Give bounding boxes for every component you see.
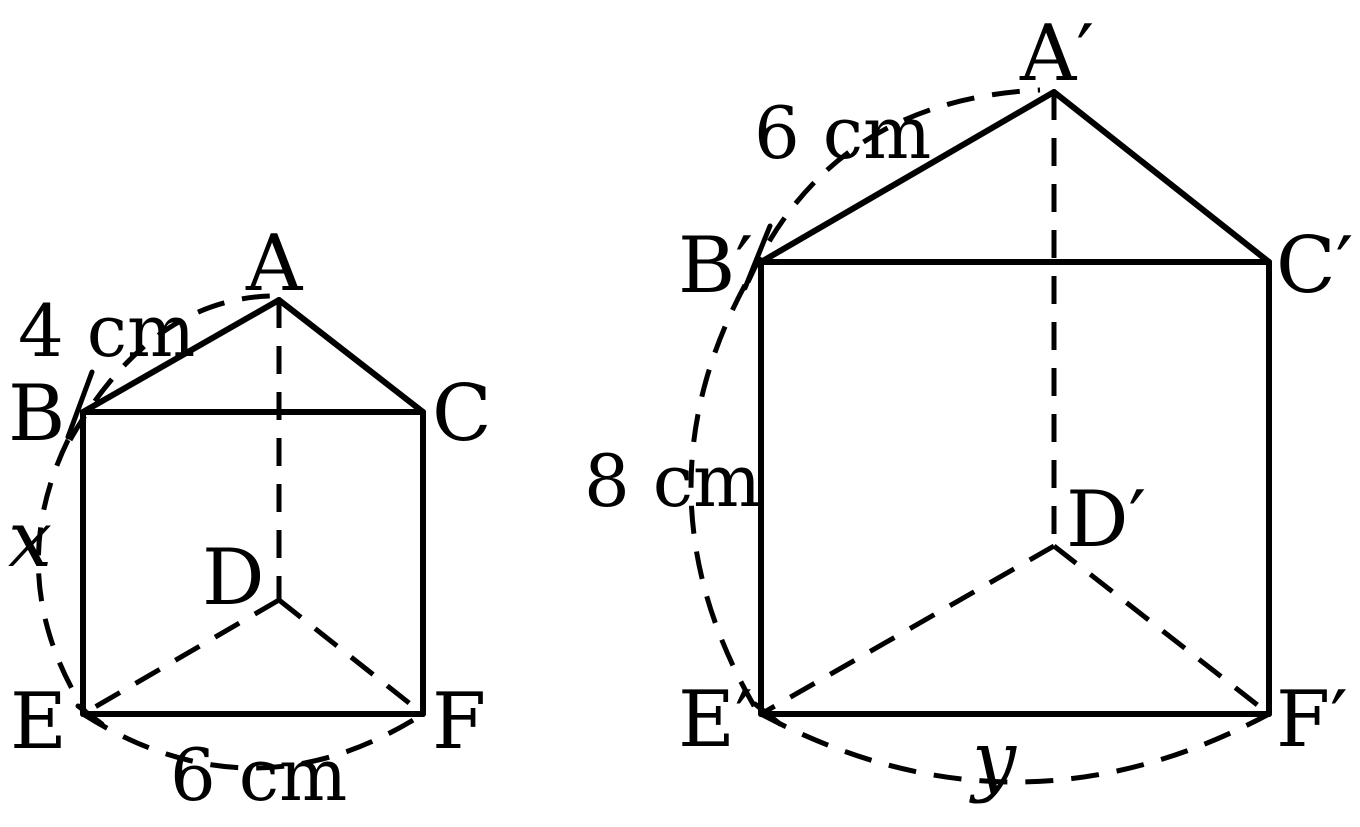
left-tick-b xyxy=(65,369,95,440)
right-prism: A′ B′ C′ D′ E′ F′ 6 cm 8 cm y xyxy=(584,9,1353,805)
right-vertex-a-label: A′ xyxy=(1019,9,1094,99)
left-vertex-b-label: B xyxy=(8,369,65,459)
left-measure-be-label: x xyxy=(8,495,52,585)
right-arc-be xyxy=(688,283,763,718)
left-vertex-e-label: E xyxy=(10,677,67,767)
left-arc-be xyxy=(35,438,91,718)
right-hidden-edge-df xyxy=(1052,544,1271,716)
right-edge-ac xyxy=(1051,89,1272,265)
right-tick-b xyxy=(742,223,773,291)
right-vertex-b-label: B′ xyxy=(678,221,753,311)
right-vertex-d-label: D′ xyxy=(1066,475,1146,565)
left-edge-ac xyxy=(276,297,426,415)
left-measure-ef-label: 6 cm xyxy=(170,733,347,817)
right-vertex-f-label: F′ xyxy=(1276,675,1348,765)
left-vertex-d-label: D xyxy=(202,533,265,623)
left-edge-ab xyxy=(80,297,282,415)
right-vertex-c-label: C′ xyxy=(1276,221,1353,311)
left-hidden-edge-df xyxy=(277,598,425,716)
right-measure-be-label: 8 cm xyxy=(584,439,761,523)
left-vertex-a-label: A xyxy=(245,219,304,309)
left-hidden-edge-de xyxy=(81,597,281,717)
left-arc-ab xyxy=(67,293,271,442)
left-arc-ef xyxy=(81,711,425,771)
left-tick-e xyxy=(75,703,105,727)
right-tick-e xyxy=(752,701,783,727)
right-hidden-edge-de xyxy=(759,543,1056,717)
right-measure-ab-label: 6 cm xyxy=(754,91,931,175)
left-prism: A B C D E F 4 cm 6 cm x xyxy=(8,219,492,817)
right-edge-ab xyxy=(758,89,1057,265)
right-vertex-e-label: E′ xyxy=(678,675,753,765)
right-arc-ab xyxy=(745,87,1041,284)
left-vertex-c-label: C xyxy=(432,369,492,459)
right-measure-ef-label: y xyxy=(969,715,1017,805)
left-measure-ab-label: 4 cm xyxy=(18,289,195,373)
left-vertex-f-label: F xyxy=(432,677,486,767)
